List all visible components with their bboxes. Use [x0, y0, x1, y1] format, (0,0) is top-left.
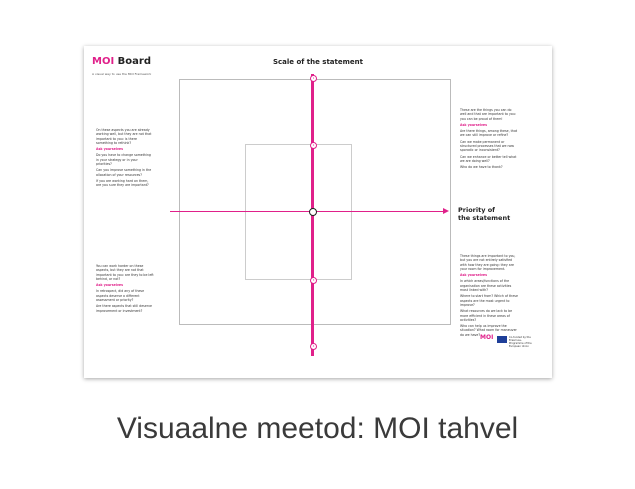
bottom-right-note: These things are important to you, but y…: [460, 254, 518, 339]
moi-board-poster: MOI Board A visual way to use the MOI Fr…: [84, 46, 552, 378]
footer-moi-logo: MOI: [480, 334, 494, 341]
note-intro: You can work harder on these aspects, bu…: [96, 264, 154, 281]
note-intro: These are the things you can do well and…: [460, 108, 516, 121]
eu-funding-text: Co-funded by the Erasmus+ Programme of t…: [509, 336, 532, 348]
note-question: Are there things, among these, that we c…: [460, 129, 518, 138]
note-question: Can we enhance or better tell what we ar…: [460, 154, 517, 163]
note-question: In which areas/functions of the organisa…: [460, 279, 512, 293]
note-question: Do you have to change something in your …: [96, 153, 151, 167]
axis-dot-top: 1: [310, 75, 317, 82]
note-question: If you are working hard on them, are you…: [96, 178, 149, 188]
axis-dot-upper: 2: [310, 142, 317, 149]
priority-title: Priority of the statement: [458, 206, 510, 222]
note-question: Can we make permanent or structured proc…: [460, 139, 515, 153]
eu-flag-icon: [497, 336, 507, 343]
note-question: Can you improve something in the allocat…: [96, 168, 152, 177]
inner-frame: [245, 144, 352, 280]
axis-dot-bottom: 4: [310, 343, 317, 350]
caption-title: Visuaalne meetod: MOI tahvel: [116, 412, 519, 445]
note-heading: Ask yourselves: [460, 122, 487, 127]
bottom-left-note: You can work harder on these aspects, bu…: [96, 264, 154, 315]
note-question: Who can help us improve the situation? W…: [460, 324, 517, 337]
axis-dot-center: [309, 208, 317, 216]
logo-board: Board: [117, 56, 152, 67]
note-question: Where to start from? Which of these aspe…: [460, 294, 518, 307]
note-question: What resources do we lack to be more eff…: [460, 309, 513, 322]
note-intro: These things are important to you, but y…: [460, 254, 516, 271]
priority-title-line1: Priority of: [458, 206, 495, 214]
axis-arrow-right: [443, 208, 449, 214]
logo-moi: MOI: [92, 56, 115, 67]
logo-subtitle: A visual way to use the MOI Framework: [92, 72, 152, 76]
moi-board-logo: MOI Board: [92, 56, 151, 67]
note-heading: Ask yourselves: [96, 283, 123, 288]
note-question: In retrospect, did any of these aspects …: [96, 289, 145, 303]
axis-dot-lower: 3: [310, 277, 317, 284]
note-heading: Ask yourselves: [96, 147, 123, 152]
top-left-note: On these aspects you are already working…: [96, 128, 154, 190]
scale-title: Scale of the statement: [272, 58, 363, 66]
priority-title-line2: the statement: [458, 214, 511, 222]
note-intro: On these aspects you are already working…: [96, 128, 152, 145]
note-question: Are there aspects that still deserve imp…: [96, 304, 152, 313]
note-question: Who do we have to thank?: [460, 165, 503, 170]
top-right-note: These are the things you can do well and…: [460, 108, 518, 172]
note-heading: Ask yourselves: [460, 273, 487, 278]
horizontal-axis: [170, 211, 443, 212]
